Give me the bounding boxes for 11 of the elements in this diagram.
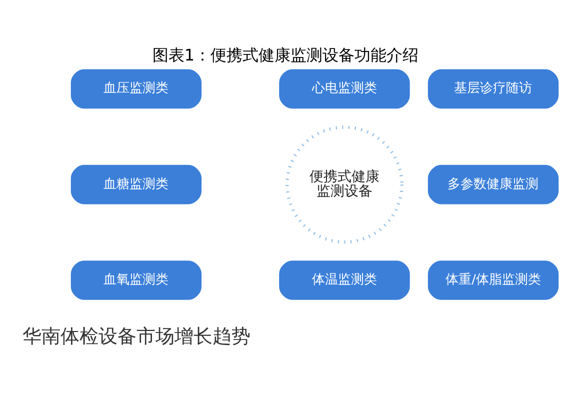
node-box: 基层诊疗随访 [428, 69, 559, 109]
node-box: 血糖监测类 [70, 164, 202, 204]
node-box: 心电监测类 [279, 69, 410, 109]
node-box: 血氧监测类 [70, 260, 202, 300]
node-box: 体重/体脂监测类 [428, 260, 559, 300]
node-box: 体温监测类 [279, 260, 410, 300]
node-circle: 便携式健康监测设备 [286, 126, 404, 244]
caption: 华南体检设备市场增长趋势 [22, 324, 251, 348]
node-box: 血压监测类 [70, 69, 202, 109]
diagram-title: 图表1：便携式健康监测设备功能介绍 [152, 45, 419, 64]
node-box: 多参数健康监测 [428, 164, 559, 204]
